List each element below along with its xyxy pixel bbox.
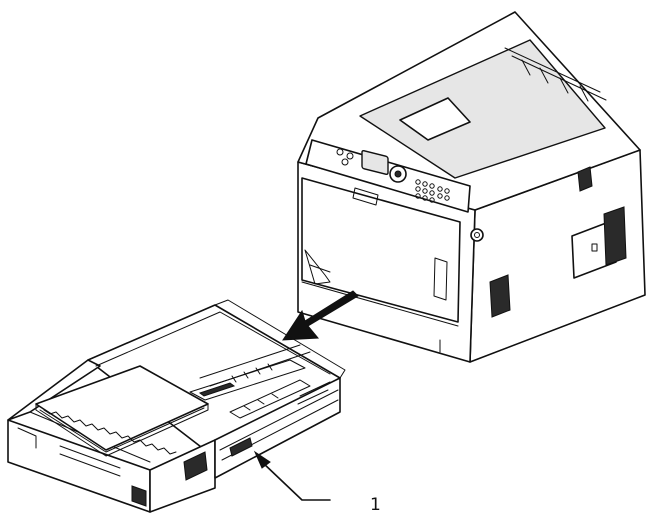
callout-1: 1: [253, 450, 381, 515]
removal-arrow: [282, 290, 359, 341]
keypad: [415, 179, 450, 203]
printer: [297, 11, 646, 363]
callout-label-1: 1: [370, 495, 381, 515]
paper-cassette: [7, 299, 346, 513]
